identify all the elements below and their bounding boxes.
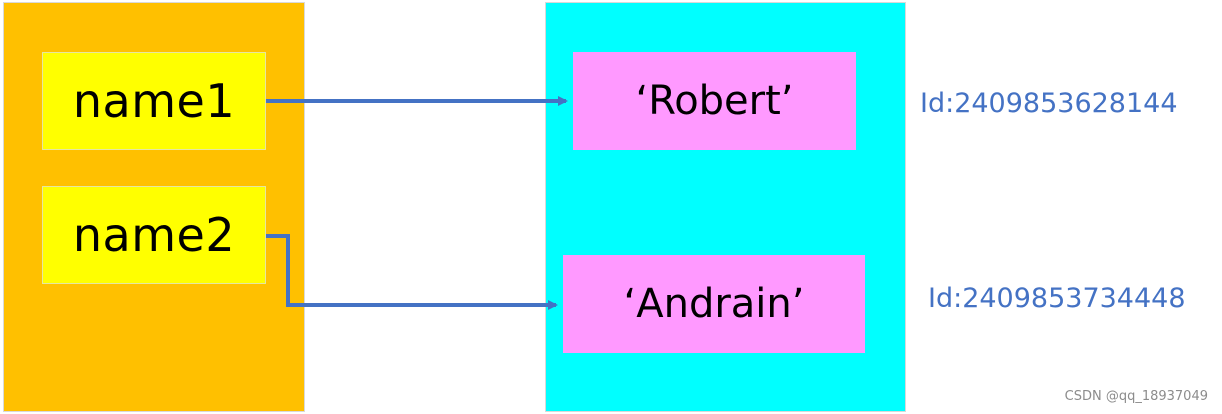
variable-label: name2 bbox=[72, 208, 236, 262]
arrow-name2-to-andrain bbox=[266, 234, 558, 310]
object-id-label: Id:2409853734448 bbox=[928, 283, 1186, 314]
object-id-label: Id:2409853628144 bbox=[920, 88, 1178, 119]
object-box-andrain: ‘Andrain’ bbox=[563, 255, 865, 353]
variable-box-name2: name2 bbox=[42, 186, 266, 284]
variable-label: name1 bbox=[72, 74, 236, 128]
watermark: CSDN @qq_18937049 bbox=[1064, 389, 1208, 404]
object-value: ‘Andrain’ bbox=[623, 281, 805, 327]
object-box-robert: ‘Robert’ bbox=[573, 52, 856, 150]
object-value: ‘Robert’ bbox=[635, 78, 794, 124]
variable-box-name1: name1 bbox=[42, 52, 266, 150]
